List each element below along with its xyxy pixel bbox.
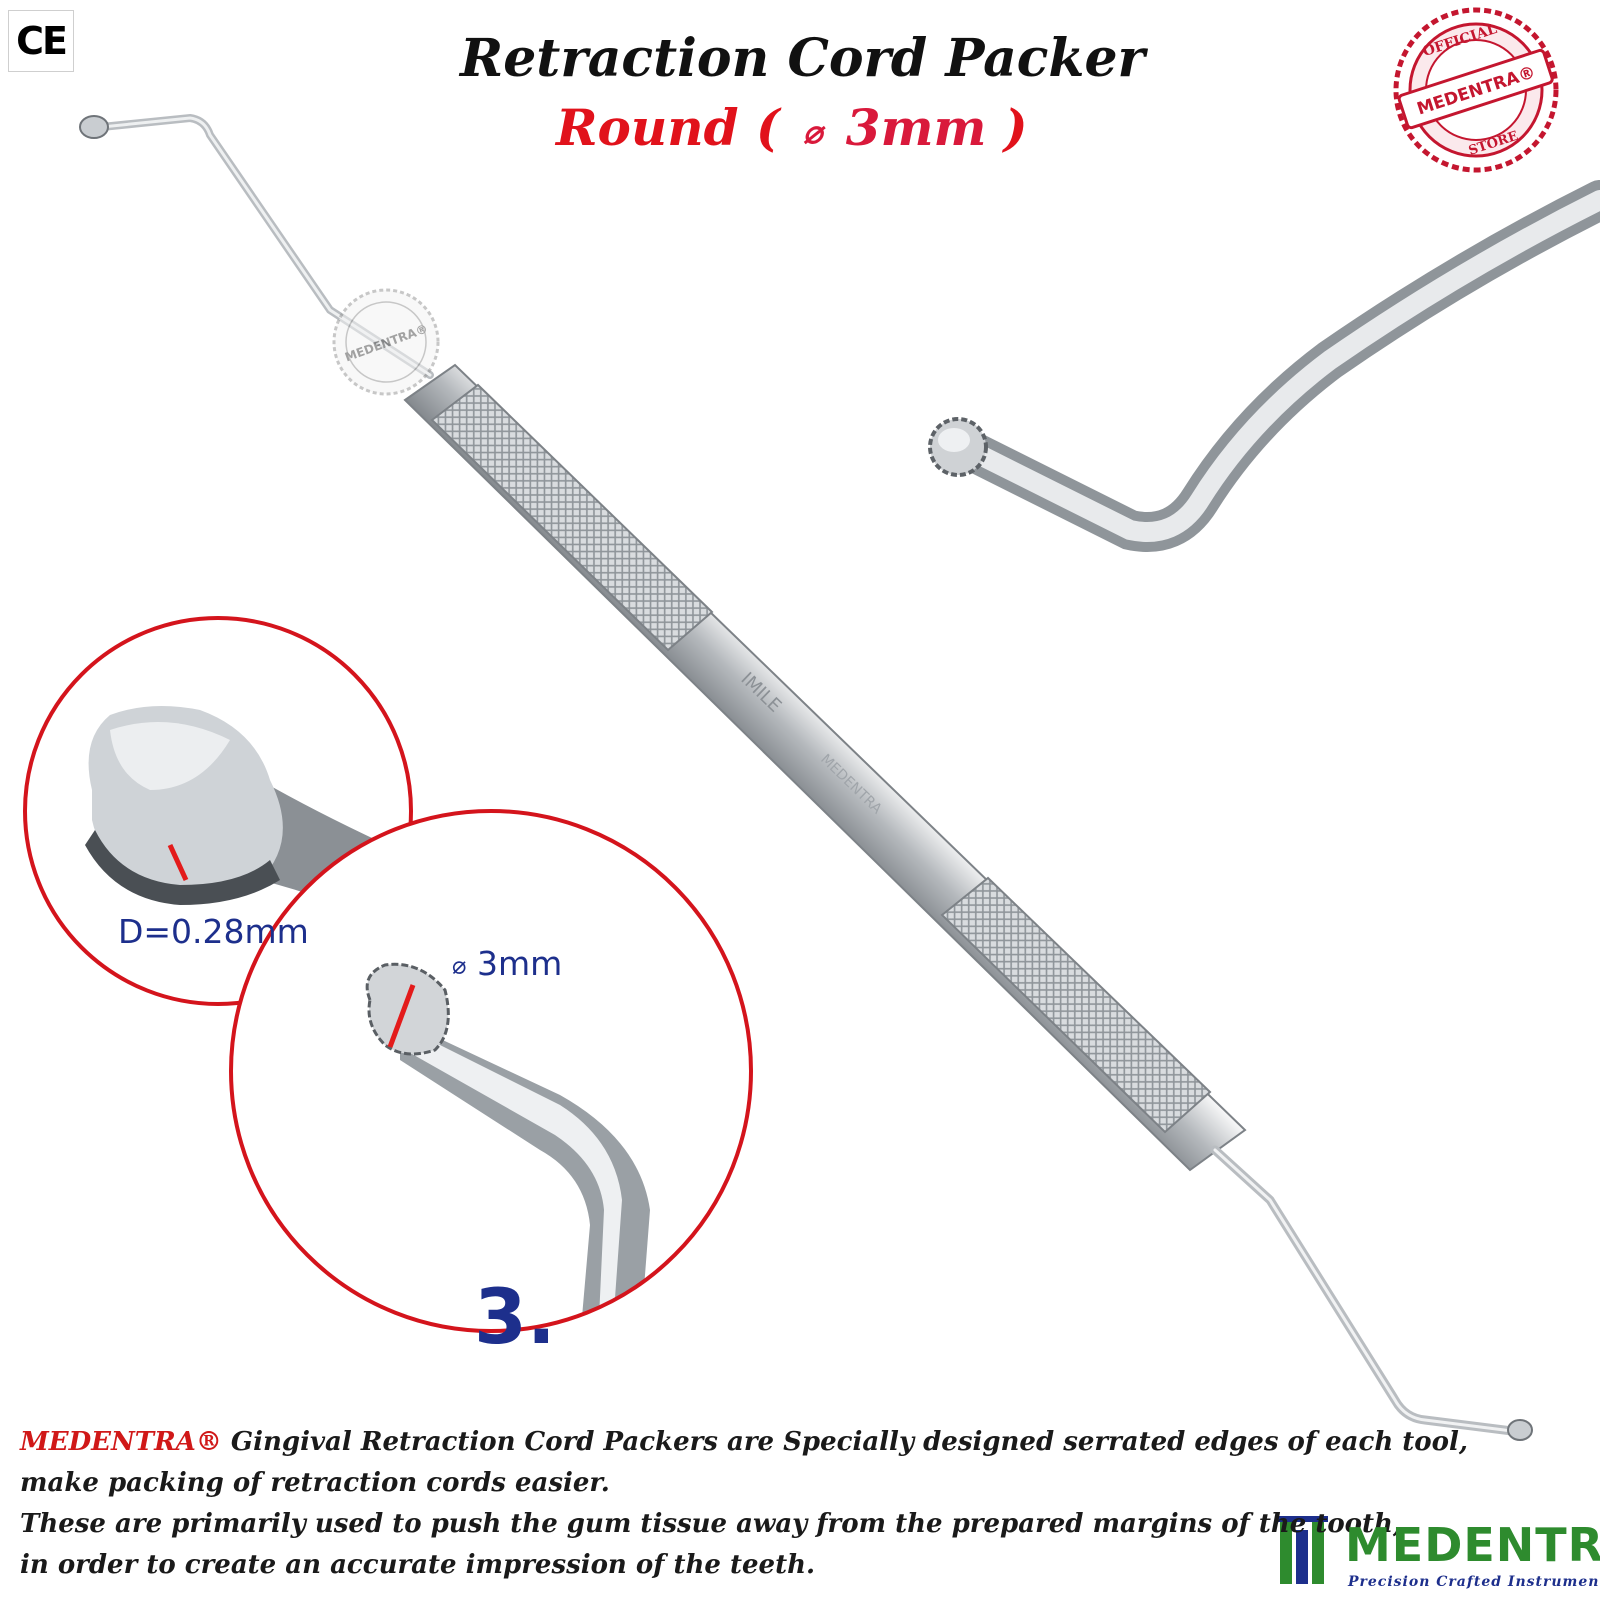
tip-diameter-value: 3mm [476, 944, 563, 983]
diameter-icon: ⌀ [803, 113, 823, 151]
product-description: MEDENTRA® Gingival Retraction Cord Packe… [20, 1422, 1468, 1586]
official-store-seal [1393, 7, 1559, 173]
instrument-handle: IMILE MEDENTRA [403, 363, 1247, 1172]
description-line-3: These are primarily used to push the gum… [20, 1509, 1402, 1539]
watermark-seal: MEDENTRA® [332, 288, 440, 396]
seal-top-text: OFFICIAL [1421, 21, 1499, 60]
instrument-upper-tip [79, 113, 434, 379]
diameter-icon: ⌀ [452, 951, 467, 980]
subtitle-size: 3mm [845, 98, 987, 157]
subtitle-shape: Round [556, 98, 739, 157]
page-subtitle: Round ( ⌀ 3mm ) [556, 98, 1027, 157]
seal-brand: MEDENTRA® [1415, 62, 1538, 119]
zoom-circle-tip [229, 809, 753, 1333]
tip-diameter-label: ⌀ 3mm [452, 944, 562, 983]
serration-depth-label: D=0.28mm [118, 912, 309, 951]
subtitle-close: ) [1003, 98, 1028, 157]
subtitle-open: ( [756, 98, 780, 157]
description-brand: MEDENTRA® [20, 1427, 222, 1457]
description-line-1: MEDENTRA® Gingival Retraction Cord Packe… [20, 1422, 1468, 1463]
instrument-lower-tip [1210, 1145, 1533, 1441]
medentra-logo-icon [1276, 1516, 1328, 1584]
ce-mark-icon: CE [8, 10, 74, 72]
closeup-tip-right [928, 180, 1600, 552]
seal-bottom-text: STORE [1467, 129, 1520, 159]
description-line-2: make packing of retraction cords easier. [20, 1468, 610, 1498]
seal-text: OFFICIAL MEDENTRA® STORE [1415, 21, 1538, 159]
model-number: 3. [474, 1272, 556, 1361]
medentra-logo-name: MEDENTRA [1345, 1518, 1600, 1572]
description-line-4: in order to create an accurate impressio… [20, 1550, 816, 1580]
page-title: Retraction Cord Packer [460, 28, 1145, 89]
description-line-1-text: Gingival Retraction Cord Packers are Spe… [221, 1427, 1468, 1457]
medentra-logo-tagline: Precision Crafted Instruments [1348, 1574, 1600, 1590]
